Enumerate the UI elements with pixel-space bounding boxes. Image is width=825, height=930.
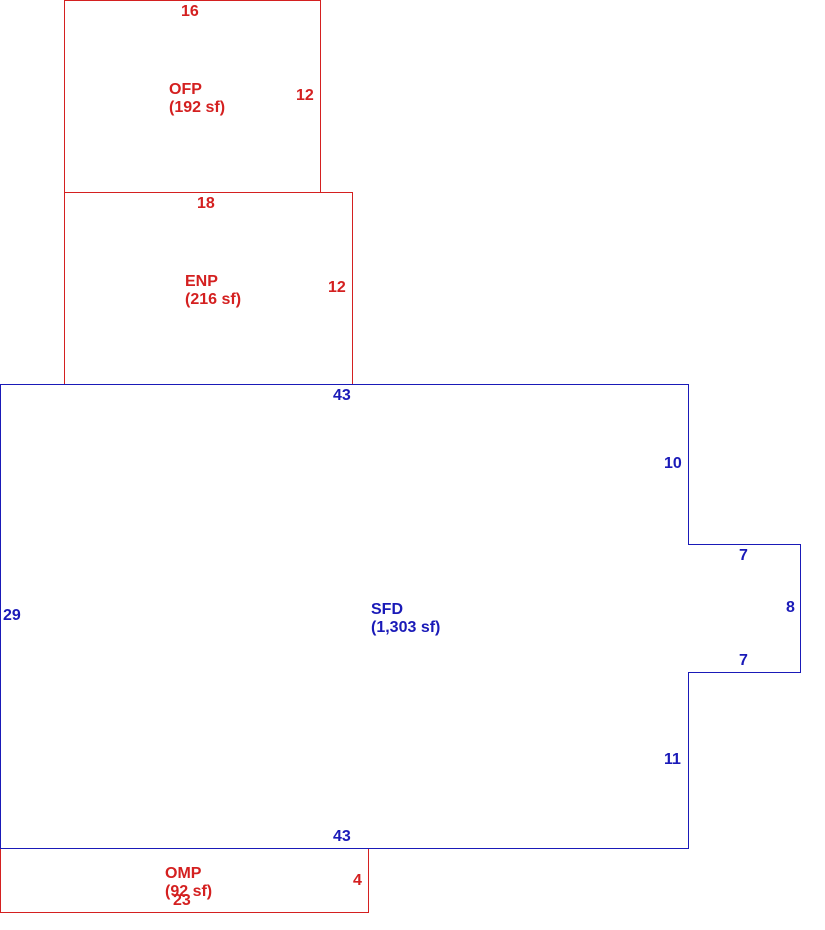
- sfd-right-lower-dimension: 11: [664, 751, 681, 768]
- sfd-top-dimension: 43: [333, 387, 351, 404]
- enp-area-label: (216 sf): [185, 291, 242, 308]
- omp-right-dimension: 4: [353, 872, 362, 889]
- sfd-code-label: SFD: [371, 601, 403, 618]
- sfd-area-label: (1,303 sf): [371, 619, 441, 636]
- omp-bottom-dimension: 23: [173, 892, 191, 909]
- sfd-bump-top-dimension: 7: [739, 547, 748, 564]
- sfd-bottom-dimension: 43: [333, 828, 351, 845]
- ofp-right-dimension: 12: [296, 87, 314, 104]
- ofp-top-dimension: 16: [181, 3, 199, 20]
- enp-right-dimension: 12: [328, 279, 346, 296]
- enp-top-dimension: 18: [197, 195, 215, 212]
- enp-code-label: ENP: [185, 273, 218, 290]
- ofp-area-label: (192 sf): [169, 99, 226, 116]
- sfd-bump-bottom-dimension: 7: [739, 652, 748, 669]
- sfd-left-dimension: 29: [3, 607, 21, 624]
- sfd-bump-right-dimension: 8: [786, 599, 795, 616]
- omp-area-label: (92 sf): [165, 883, 213, 900]
- sfd-outline: [0, 384, 801, 849]
- ofp-code-label: OFP: [169, 81, 202, 98]
- omp-code-label: OMP: [165, 865, 202, 882]
- sfd-right-upper-dimension: 10: [664, 455, 682, 472]
